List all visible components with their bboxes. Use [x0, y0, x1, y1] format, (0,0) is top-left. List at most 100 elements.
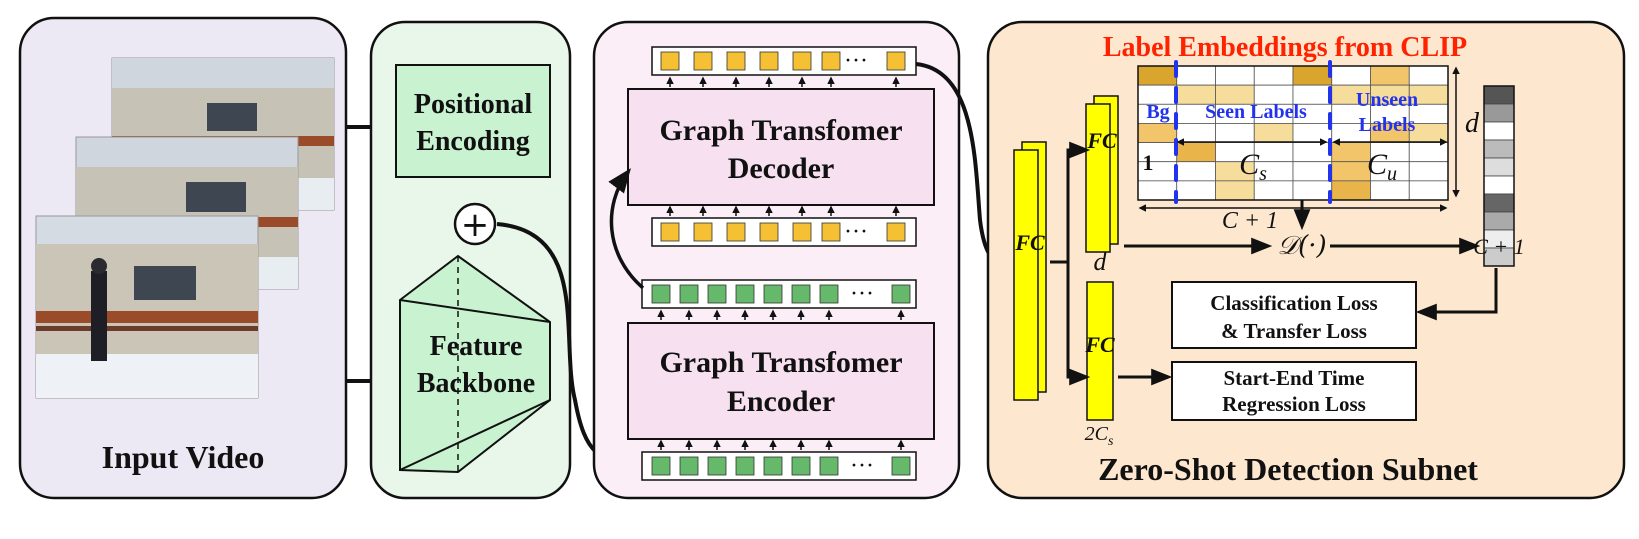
token	[791, 284, 811, 304]
encoder-label-line2: Encoder	[727, 385, 835, 418]
video-frames-image	[35, 57, 335, 399]
classification-loss-box	[1171, 281, 1417, 349]
regression-loss-line2: Regression Loss	[1222, 392, 1366, 416]
score-cell	[1483, 85, 1515, 105]
embedding-cell	[1331, 65, 1371, 86]
token	[651, 284, 671, 304]
input-video-label: Input Video	[102, 439, 265, 475]
embedding-cell	[1137, 180, 1178, 201]
classification-loss-line2: & Transfer Loss	[1221, 319, 1367, 343]
c-plus-1-label: C + 1	[1222, 208, 1278, 234]
embedding-cell	[1408, 180, 1449, 201]
token	[792, 222, 812, 242]
token	[679, 456, 699, 476]
token	[791, 456, 811, 476]
token	[763, 456, 783, 476]
seen-labels-label: Seen Labels	[1205, 101, 1307, 123]
embedding-cell	[1331, 142, 1371, 163]
encoder-input-tokens: ···	[641, 439, 917, 481]
positional-encoding-box	[395, 64, 551, 178]
decoder-label-line2: Decoder	[728, 152, 835, 185]
score-cell	[1483, 175, 1515, 195]
decoder-input-tokens: ···	[651, 205, 917, 247]
d-label: d	[1465, 108, 1480, 139]
embedding-cell	[1176, 65, 1216, 86]
token	[821, 222, 841, 242]
classification-loss-line1: Classification Loss	[1210, 291, 1377, 315]
ellipsis-enc-out: ···	[850, 281, 874, 307]
embedding-cell	[1215, 123, 1255, 143]
encoder-to-decoder-arrow	[608, 168, 645, 290]
embedding-cell	[1137, 65, 1178, 86]
output-c-plus-1-label: C + 1	[1473, 234, 1525, 259]
token	[763, 284, 783, 304]
positional-encoding-line2: Encoding	[416, 126, 530, 157]
label-separators	[1174, 60, 1332, 204]
output-score-vector	[1483, 85, 1515, 267]
plus-symbol: +	[461, 205, 490, 245]
output-to-classification-arrow	[1415, 268, 1498, 321]
embedding-cell	[1253, 65, 1294, 86]
score-cell	[1483, 121, 1515, 141]
score-cell	[1483, 193, 1515, 213]
token	[707, 284, 727, 304]
ellipsis-enc-in: ···	[850, 453, 874, 479]
embedding-cell	[1331, 161, 1371, 182]
clip-embedding-grid	[1137, 65, 1449, 201]
transformer-panel: ··· Graph Transfomer Decoder ··· ··· Gra…	[592, 20, 961, 500]
main-fc-label: FC	[1014, 230, 1045, 255]
feature-backbone-line1: Feature	[430, 331, 523, 362]
embedding-cell	[1253, 123, 1294, 143]
unseen-labels-line1: Unseen	[1356, 89, 1418, 111]
token	[726, 51, 746, 71]
decoder-output-tokens: ···	[651, 46, 917, 87]
detection-panel: Label Embeddings from CLIP FC FC d FC 2C…	[986, 20, 1626, 500]
embedding-cell	[1215, 65, 1255, 86]
embedding-cell	[1331, 180, 1371, 201]
token	[660, 51, 680, 71]
cs-label: Cs	[1239, 148, 1267, 185]
embedding-cell	[1408, 142, 1449, 163]
main-fc-block	[1013, 141, 1047, 401]
embedding-cell	[1176, 142, 1216, 163]
plus-icon	[453, 202, 497, 246]
token	[886, 222, 906, 242]
token	[679, 284, 699, 304]
graph-transformer-encoder-box	[627, 322, 935, 440]
token	[792, 51, 812, 71]
score-cell	[1483, 211, 1515, 231]
token	[693, 222, 713, 242]
d-dim-label: d	[1094, 247, 1108, 276]
embedding-cell	[1408, 65, 1449, 86]
embedding-cell	[1176, 123, 1216, 143]
token	[891, 284, 911, 304]
score-cell	[1483, 157, 1515, 177]
encoder-output-tokens: ···	[641, 279, 917, 320]
embedding-cell	[1292, 180, 1333, 201]
lower-fc-label: FC	[1084, 332, 1115, 357]
embedding-cell	[1408, 161, 1449, 182]
feature-backbone-shape	[399, 254, 551, 474]
d-function-label: 𝒟(·)	[1277, 231, 1326, 261]
embedding-cell	[1176, 161, 1216, 182]
two-cs-label: 2Cs	[1085, 423, 1114, 449]
one-label: 1	[1143, 150, 1154, 175]
token	[693, 51, 713, 71]
embedding-cell	[1176, 180, 1216, 201]
token	[821, 51, 841, 71]
upper-fc-label: FC	[1086, 128, 1117, 153]
embedding-cell	[1215, 180, 1255, 201]
token	[819, 456, 839, 476]
token	[891, 456, 911, 476]
branch-to-lower-fc	[1066, 262, 1091, 386]
token	[651, 456, 671, 476]
embedding-cell	[1253, 142, 1294, 163]
token	[707, 456, 727, 476]
token	[735, 456, 755, 476]
token	[886, 51, 906, 71]
bg-label: Bg	[1146, 101, 1169, 123]
embedding-cell	[1292, 123, 1333, 143]
token	[660, 222, 680, 242]
clip-title: Label Embeddings from CLIP	[1103, 32, 1467, 63]
